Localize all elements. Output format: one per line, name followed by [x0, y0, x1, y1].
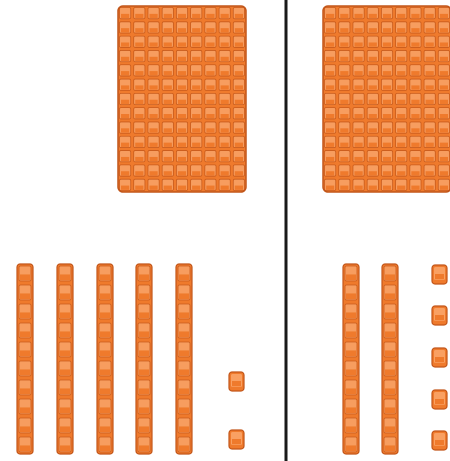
tens-rod	[176, 264, 192, 454]
left-panel	[17, 6, 246, 454]
ones-cube	[229, 372, 244, 391]
tens-rod	[382, 264, 398, 454]
hundreds-flat	[323, 6, 450, 192]
ones-cube	[432, 390, 447, 409]
hundreds-flat	[118, 6, 246, 192]
tens-rod	[97, 264, 113, 454]
tens-rod	[17, 264, 33, 454]
tens-rod	[136, 264, 152, 454]
ones-cube	[432, 348, 447, 367]
right-panel	[323, 6, 450, 454]
ones-cube	[432, 306, 447, 325]
ones-cube	[432, 265, 447, 284]
ones-cube	[229, 430, 244, 449]
ones-cube	[432, 431, 447, 450]
tens-rod	[57, 264, 73, 454]
tens-rod	[343, 264, 359, 454]
